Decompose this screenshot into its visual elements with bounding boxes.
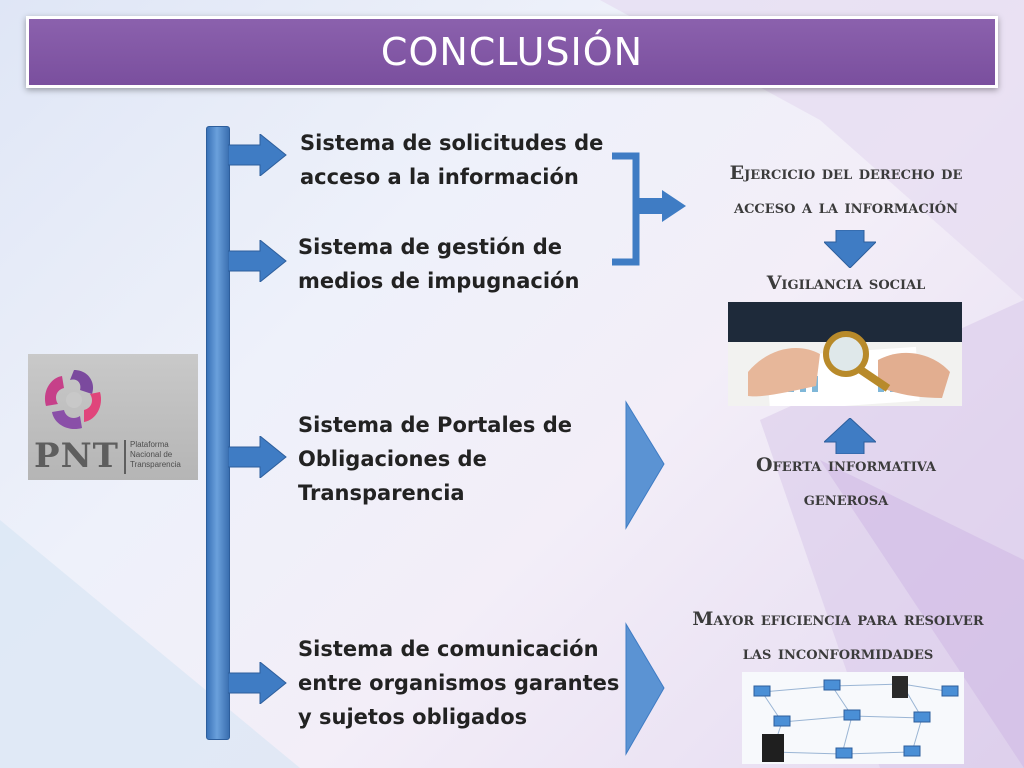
system-label-line: acceso a la información (300, 165, 579, 189)
outcome-eficiencia: Mayor eficiencia para resolver las incon… (652, 602, 1024, 670)
system-comunicacion: Sistema de comunicación entre organismos… (298, 632, 619, 734)
outcome-line: acceso a la información (734, 196, 958, 218)
title-bar: CONCLUSIÓN (26, 16, 998, 88)
page-title: CONCLUSIÓN (380, 30, 644, 74)
system-label-line: Obligaciones de (298, 447, 487, 471)
logo-separator (124, 440, 126, 474)
pnt-logo-icon: PNT Plataforma Nacional de Transparencia (28, 354, 198, 480)
system-label-line: medios de impugnación (298, 269, 580, 293)
outcome-line: Oferta informativa (756, 454, 936, 476)
logo-subtitle-line: Transparencia (130, 460, 181, 469)
system-label-line: Transparencia (298, 481, 465, 505)
computer-network-icon (742, 672, 964, 764)
system-portales: Sistema de Portales de Obligaciones de T… (298, 408, 572, 510)
logo-subtitle: Plataforma Nacional de Transparencia (130, 440, 196, 470)
outcome-vigilancia: Vigilancia social (766, 272, 926, 294)
outcome-ejercicio: Ejercicio del derecho de acceso a la inf… (692, 156, 1000, 224)
chevron-right-icon (625, 622, 665, 756)
arrow-down-icon (824, 230, 876, 268)
system-label-line: entre organismos garantes (298, 671, 620, 695)
arrow-right-icon (228, 436, 287, 478)
arrow-up-icon (824, 418, 876, 454)
magnifying-glass-documents-icon (728, 302, 962, 406)
arrow-right-icon (228, 134, 287, 176)
pnt-logo-mark (44, 370, 102, 430)
bracket-arrow-icon (612, 152, 686, 266)
outcome-line: las inconformidades (742, 642, 934, 664)
chevron-right-icon (625, 400, 665, 530)
arrow-right-icon (228, 662, 287, 704)
system-impugnacion: Sistema de gestión de medios de impugnac… (298, 230, 579, 298)
outcome-line: Mayor eficiencia para resolver (692, 608, 984, 630)
system-label-line: Sistema de comunicación (298, 637, 599, 661)
logo-text: PNT (34, 436, 119, 476)
outcome-line: Ejercicio del derecho de (729, 162, 963, 184)
system-label-line: Sistema de solicitudes de (300, 131, 604, 155)
outcome-oferta: Oferta informativa generosa (708, 448, 984, 516)
system-label-line: Sistema de Portales de (298, 413, 572, 437)
logo-subtitle-line: Plataforma (130, 440, 169, 449)
outcome-line: generosa (803, 488, 889, 510)
system-label-line: Sistema de gestión de (298, 235, 563, 259)
system-solicitudes: Sistema de solicitudes de acceso a la in… (300, 126, 603, 194)
vertical-connector-bar (206, 126, 230, 740)
arrow-right-icon (228, 240, 287, 282)
logo-subtitle-line: Nacional de (130, 450, 173, 459)
system-label-line: y sujetos obligados (298, 705, 528, 729)
